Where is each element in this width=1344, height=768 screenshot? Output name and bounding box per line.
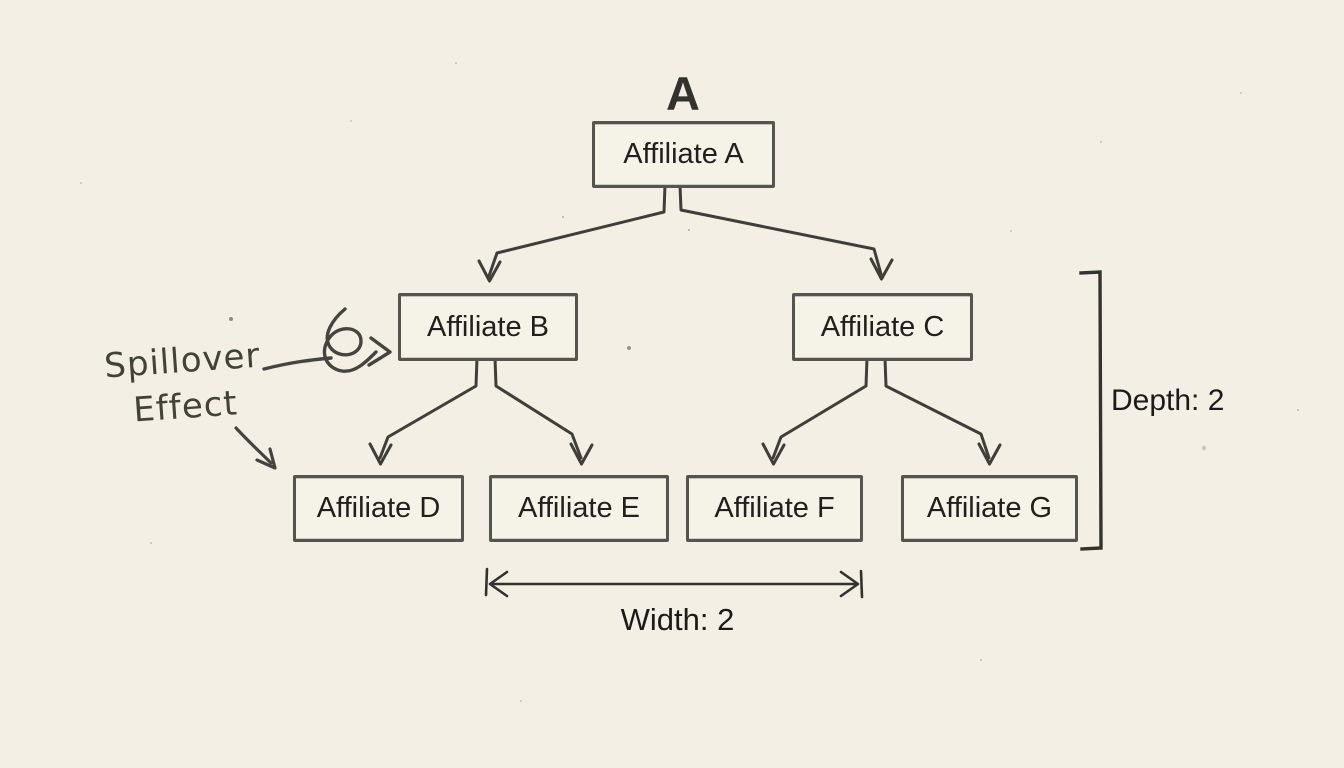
node-label: Affiliate G (926, 492, 1053, 524)
edge-c-f (771, 356, 869, 460)
edge-c-g-arrowhead-icon (977, 442, 1002, 466)
edge-b-d (378, 356, 479, 460)
depth-label: Depth: 2 (1111, 384, 1225, 417)
edge-c-g (883, 356, 991, 460)
edge-b-e (493, 356, 583, 460)
edge-b-d-arrowhead-icon (368, 442, 393, 466)
paper-texture-speckles (0, 0, 2, 2)
width-arrow-left-head-icon (488, 570, 509, 598)
spillover-annotation: Spillover Effect (92, 332, 276, 437)
edge-b-e-arrowhead-icon (569, 442, 594, 466)
node-label: Affiliate D (316, 492, 441, 524)
node-affiliate-a: Affiliate A (592, 121, 775, 188)
node-affiliate-g: Affiliate G (901, 475, 1078, 542)
node-label: Affiliate E (518, 492, 640, 524)
edge-a-b-arrowhead-icon (477, 259, 502, 283)
spillover-loop-arrow-icon (262, 307, 392, 373)
width-label: Width: 2 (620, 602, 735, 637)
edge-a-b (487, 183, 667, 278)
node-affiliate-f: Affiliate F (686, 475, 863, 542)
node-affiliate-b: Affiliate B (398, 293, 578, 361)
edge-a-c (678, 183, 883, 276)
node-label: Affiliate A (623, 138, 744, 170)
width-arrow-right-tick (859, 569, 864, 599)
depth-bracket (1079, 270, 1103, 551)
width-arrow-right-head-icon (839, 570, 860, 598)
root-key-label: A (666, 67, 700, 120)
edge-a-c-arrowhead-icon (869, 257, 894, 281)
width-arrow-left-tick (484, 567, 489, 597)
edge-c-f-arrowhead-icon (761, 442, 786, 466)
node-affiliate-d: Affiliate D (293, 475, 464, 542)
node-label: Affiliate F (714, 492, 835, 524)
spillover-curve-arrow-icon (234, 426, 277, 470)
node-label: Affiliate C (820, 310, 945, 343)
node-affiliate-e: Affiliate E (489, 475, 669, 542)
node-label: Affiliate B (427, 310, 549, 343)
node-affiliate-c: Affiliate C (792, 293, 973, 361)
width-dimension-arrow (484, 567, 864, 599)
